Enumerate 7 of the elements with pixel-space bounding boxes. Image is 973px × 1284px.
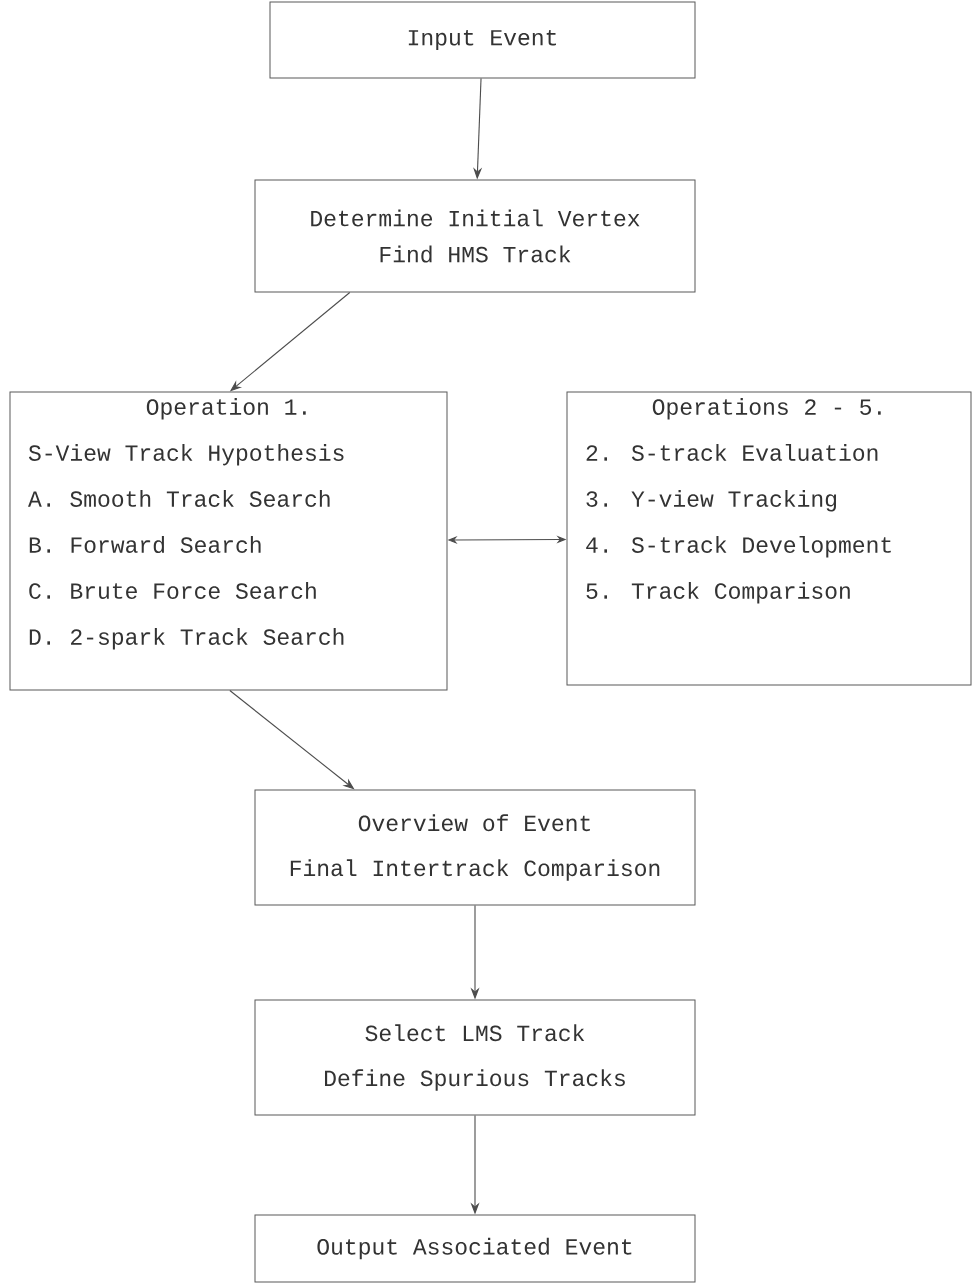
process-box: Select LMS Track Define Spurious Tracks [254,999,696,1116]
process-box: Input Event [269,1,696,79]
process-box: Operations 2 - 5. 2. S-track Evaluation 3. Y-view Tracking 4. S-track Development 5. Track Comparison [566,391,972,686]
process-box: Operation 1. S-View Track Hypothesis A. Smooth Track Search B. Forward Search C. Brute Force Search D. 2-spark Track Search [9,391,448,691]
process-box: Overview of Event Final Intertrack Comparison [254,789,696,906]
process-box: Determine Initial Vertex Find HMS Track [254,179,696,293]
process-box: Output Associated Event [254,1214,696,1283]
